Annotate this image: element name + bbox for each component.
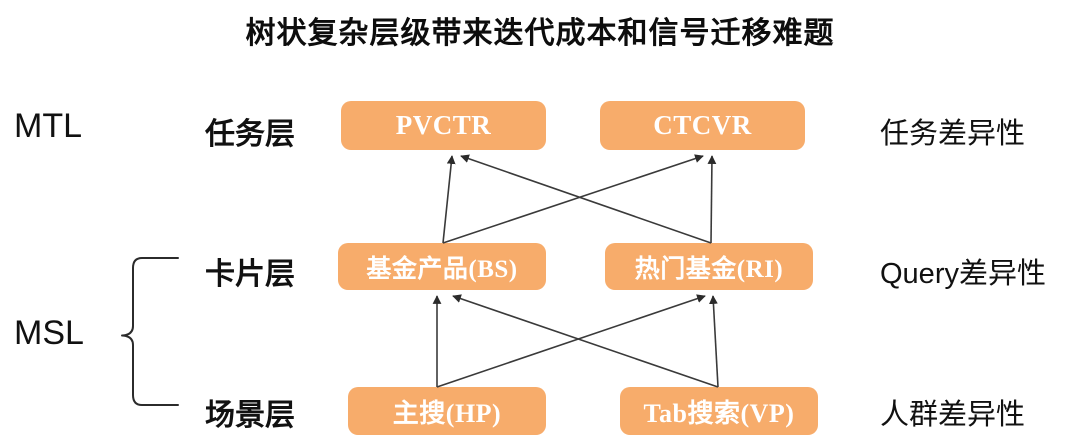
node-vp-label: Tab搜索(VP) — [643, 398, 795, 428]
page-title: 树状复杂层级带来迭代成本和信号迁移难题 — [245, 17, 835, 50]
node-main-search-hp[interactable]: 主搜(HP) — [348, 387, 546, 435]
side-label-query-difference: Query差异性 — [880, 258, 1046, 290]
node-hp-label: 主搜(HP) — [392, 398, 502, 428]
edge-vp-to-ri — [709, 295, 719, 388]
edge-bs-to-pvctr — [442, 155, 456, 244]
node-pvctr-label: PVCTR — [395, 110, 492, 140]
node-bs-label: 基金产品(BS) — [366, 255, 518, 283]
layer-label-scene: 场景层 — [205, 399, 295, 432]
node-hot-fund-ri[interactable]: 热门基金(RI) — [605, 243, 813, 290]
node-tab-search-vp[interactable]: Tab搜索(VP) — [620, 387, 818, 435]
edge-ri-to-ctcvr — [707, 155, 717, 244]
group-label-msl: MSL — [14, 314, 84, 352]
edge-bs-to-ctcvr — [442, 154, 704, 244]
node-ri-label: 热门基金(RI) — [634, 255, 784, 283]
layer-label-card: 卡片层 — [205, 258, 295, 291]
edge-hp-to-ri — [436, 294, 706, 388]
layer-label-task: 任务层 — [205, 118, 295, 151]
side-label-task-difference: 任务差异性 — [880, 118, 1026, 150]
node-fund-product-bs[interactable]: 基金产品(BS) — [338, 243, 546, 290]
side-label-crowd-difference: 人群差异性 — [880, 399, 1026, 431]
group-label-mtl: MTL — [14, 107, 82, 145]
edge-ri-to-pvctr — [460, 154, 712, 244]
node-pvctr[interactable]: PVCTR — [341, 101, 546, 150]
node-ctcvr[interactable]: CTCVR — [600, 101, 805, 150]
node-ctcvr-label: CTCVR — [653, 110, 752, 140]
edge-vp-to-bs — [452, 294, 719, 388]
